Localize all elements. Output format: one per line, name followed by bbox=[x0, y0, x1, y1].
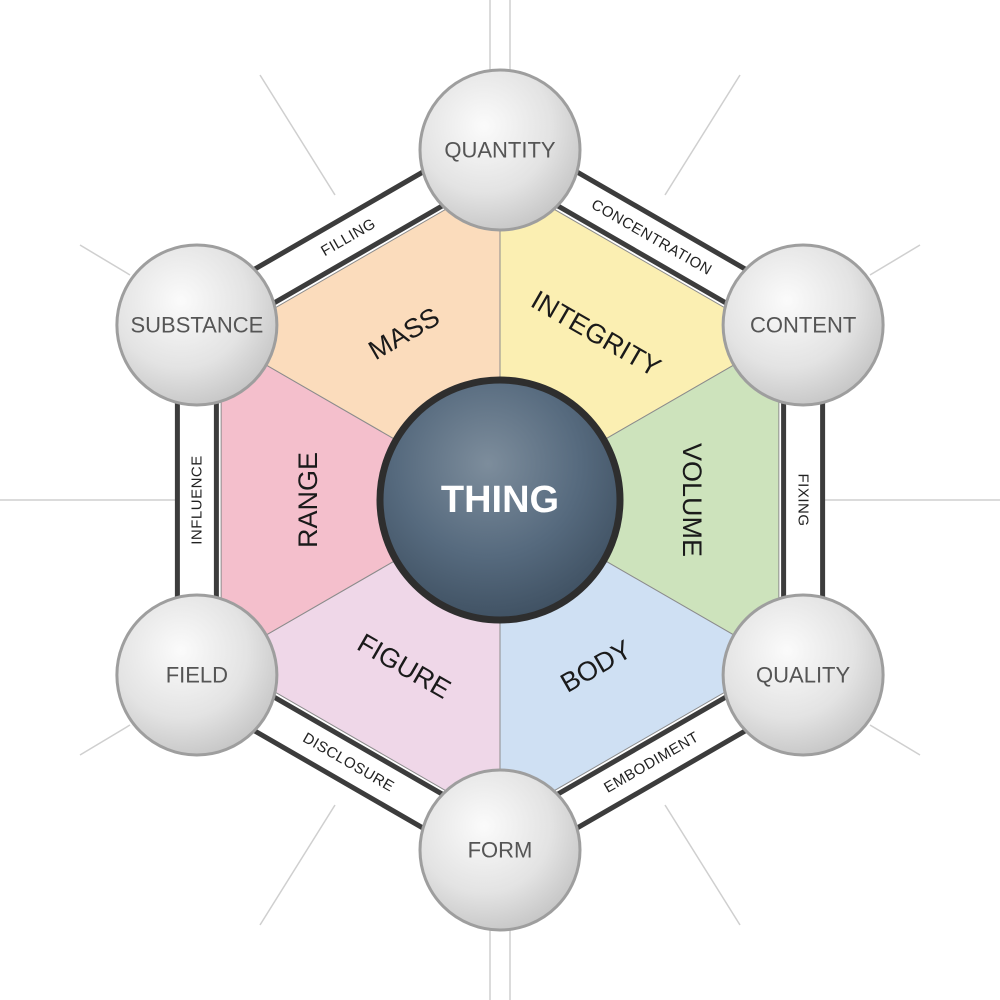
guide-line bbox=[79, 724, 131, 756]
node-circle bbox=[418, 68, 582, 232]
guide-line bbox=[664, 804, 741, 926]
node-content: CONTENT bbox=[721, 243, 885, 407]
guide-line bbox=[259, 804, 336, 926]
node-quantity: QUANTITY bbox=[418, 68, 582, 232]
center-node: THING bbox=[376, 376, 624, 624]
node-form: FORM bbox=[418, 768, 582, 932]
node-field: FIELD bbox=[115, 593, 279, 757]
node-circle bbox=[115, 243, 279, 407]
guide-line bbox=[869, 724, 921, 756]
node-label: CONTENT bbox=[750, 313, 856, 338]
guide-line bbox=[259, 74, 336, 196]
edge-label-fixing: FIXING bbox=[795, 473, 812, 526]
segment-label-range: RANGE bbox=[293, 452, 323, 548]
center-label: THING bbox=[441, 479, 559, 521]
node-group: QUANTITY CONTENT QUALITY FORM FIELD SUBSTANCE bbox=[115, 68, 885, 932]
node-label: FIELD bbox=[166, 663, 228, 688]
node-label: SUBSTANCE bbox=[130, 313, 263, 338]
center-circle bbox=[376, 376, 624, 624]
node-substance: SUBSTANCE bbox=[115, 243, 279, 407]
guide-line bbox=[869, 244, 921, 276]
node-label: FORM bbox=[468, 838, 533, 863]
node-label: QUANTITY bbox=[444, 138, 556, 163]
guide-line bbox=[79, 244, 131, 276]
edge-label-influence: INFLUENCE bbox=[188, 455, 205, 545]
node-label: QUALITY bbox=[756, 663, 850, 688]
node-circle bbox=[721, 243, 885, 407]
node-circle bbox=[418, 768, 582, 932]
segment-label-volume: VOLUME bbox=[677, 443, 707, 557]
node-quality: QUALITY bbox=[721, 593, 885, 757]
node-circle bbox=[721, 593, 885, 757]
guide-line bbox=[664, 74, 741, 196]
node-circle bbox=[115, 593, 279, 757]
